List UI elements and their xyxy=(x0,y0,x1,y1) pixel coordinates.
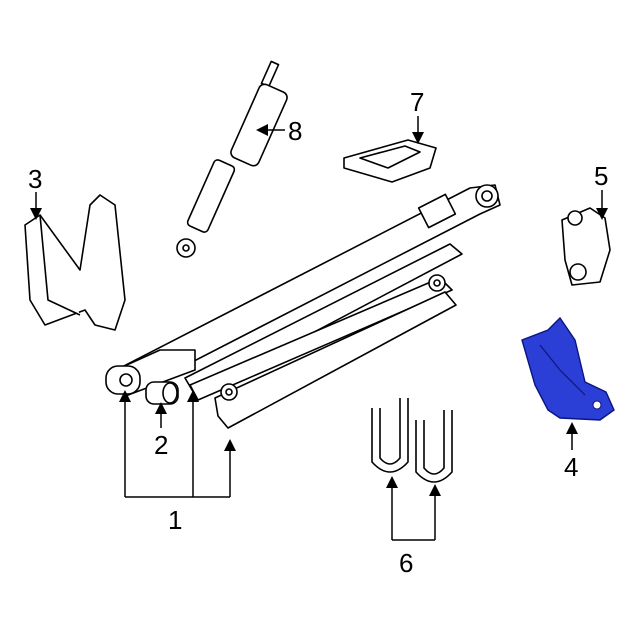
shock-absorber[interactable] xyxy=(176,60,289,258)
callout-3[interactable]: 3 xyxy=(28,164,43,194)
callout-1[interactable]: 1 xyxy=(168,505,183,535)
leaf-spring-assembly[interactable] xyxy=(105,184,501,429)
callout-4[interactable]: 4 xyxy=(564,452,579,482)
u-bolts[interactable] xyxy=(371,398,453,483)
callout-leaders xyxy=(30,116,608,541)
front-hanger-bracket[interactable] xyxy=(24,194,126,331)
spring-plate[interactable] xyxy=(343,139,437,183)
callout-6[interactable]: 6 xyxy=(399,548,414,578)
callout-7[interactable]: 7 xyxy=(410,87,425,117)
rear-bracket-highlighted[interactable] xyxy=(521,316,615,421)
shackle[interactable] xyxy=(561,207,611,286)
callout-5[interactable]: 5 xyxy=(594,161,609,191)
bushing[interactable] xyxy=(145,381,179,405)
callout-2[interactable]: 2 xyxy=(154,430,169,460)
callout-8[interactable]: 8 xyxy=(288,116,303,146)
